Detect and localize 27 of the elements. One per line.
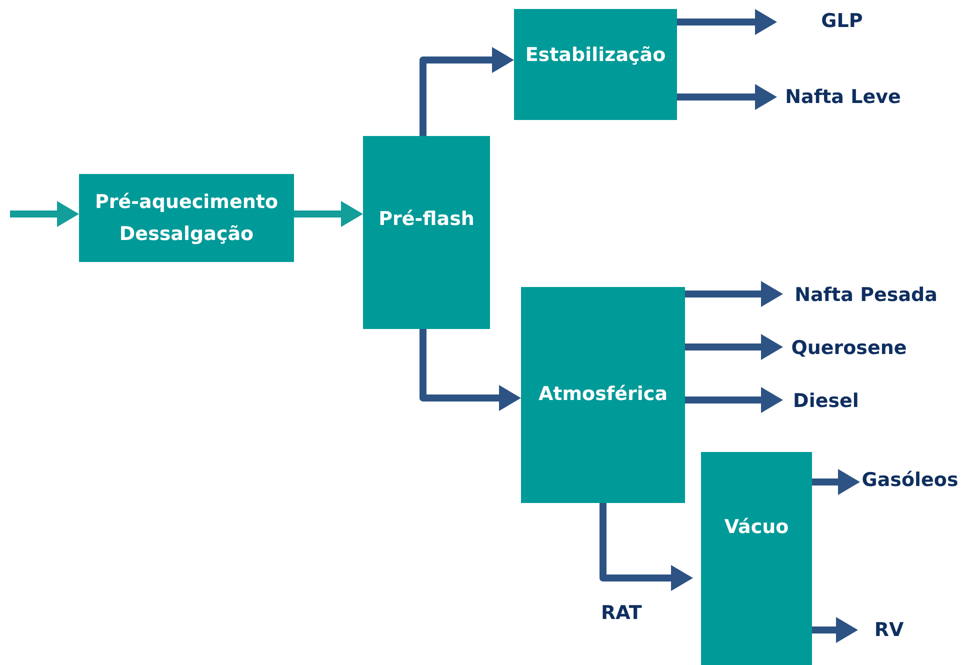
- product-label: Diesel: [793, 390, 859, 412]
- process-label: Pré-aquecimento: [94, 191, 278, 213]
- arrow: [685, 334, 783, 360]
- process-box: [521, 287, 685, 503]
- process-box: [363, 136, 490, 329]
- process-box: [701, 452, 812, 665]
- product-label: Gasóleos: [862, 469, 958, 491]
- product-label: Nafta Pesada: [794, 284, 938, 306]
- arrow: [294, 201, 363, 227]
- product-label: Querosene: [791, 337, 907, 359]
- process-label: Dessalgação: [119, 223, 254, 245]
- product-label: GLP: [821, 10, 863, 32]
- arrow: [812, 469, 860, 495]
- arrow: [685, 281, 783, 307]
- arrow: [677, 9, 777, 35]
- arrow: [677, 84, 777, 110]
- arrow: [685, 387, 783, 413]
- arrow: [812, 617, 858, 643]
- process-label: Vácuo: [724, 516, 789, 538]
- process-box: [79, 174, 294, 262]
- process-box: [514, 9, 677, 120]
- process-label: Estabilização: [525, 44, 666, 66]
- process-label: Pré-flash: [378, 208, 474, 230]
- product-label: RV: [874, 619, 904, 641]
- product-label: Nafta Leve: [785, 86, 901, 108]
- arrow: [10, 201, 79, 227]
- process-label: Atmosférica: [538, 383, 668, 405]
